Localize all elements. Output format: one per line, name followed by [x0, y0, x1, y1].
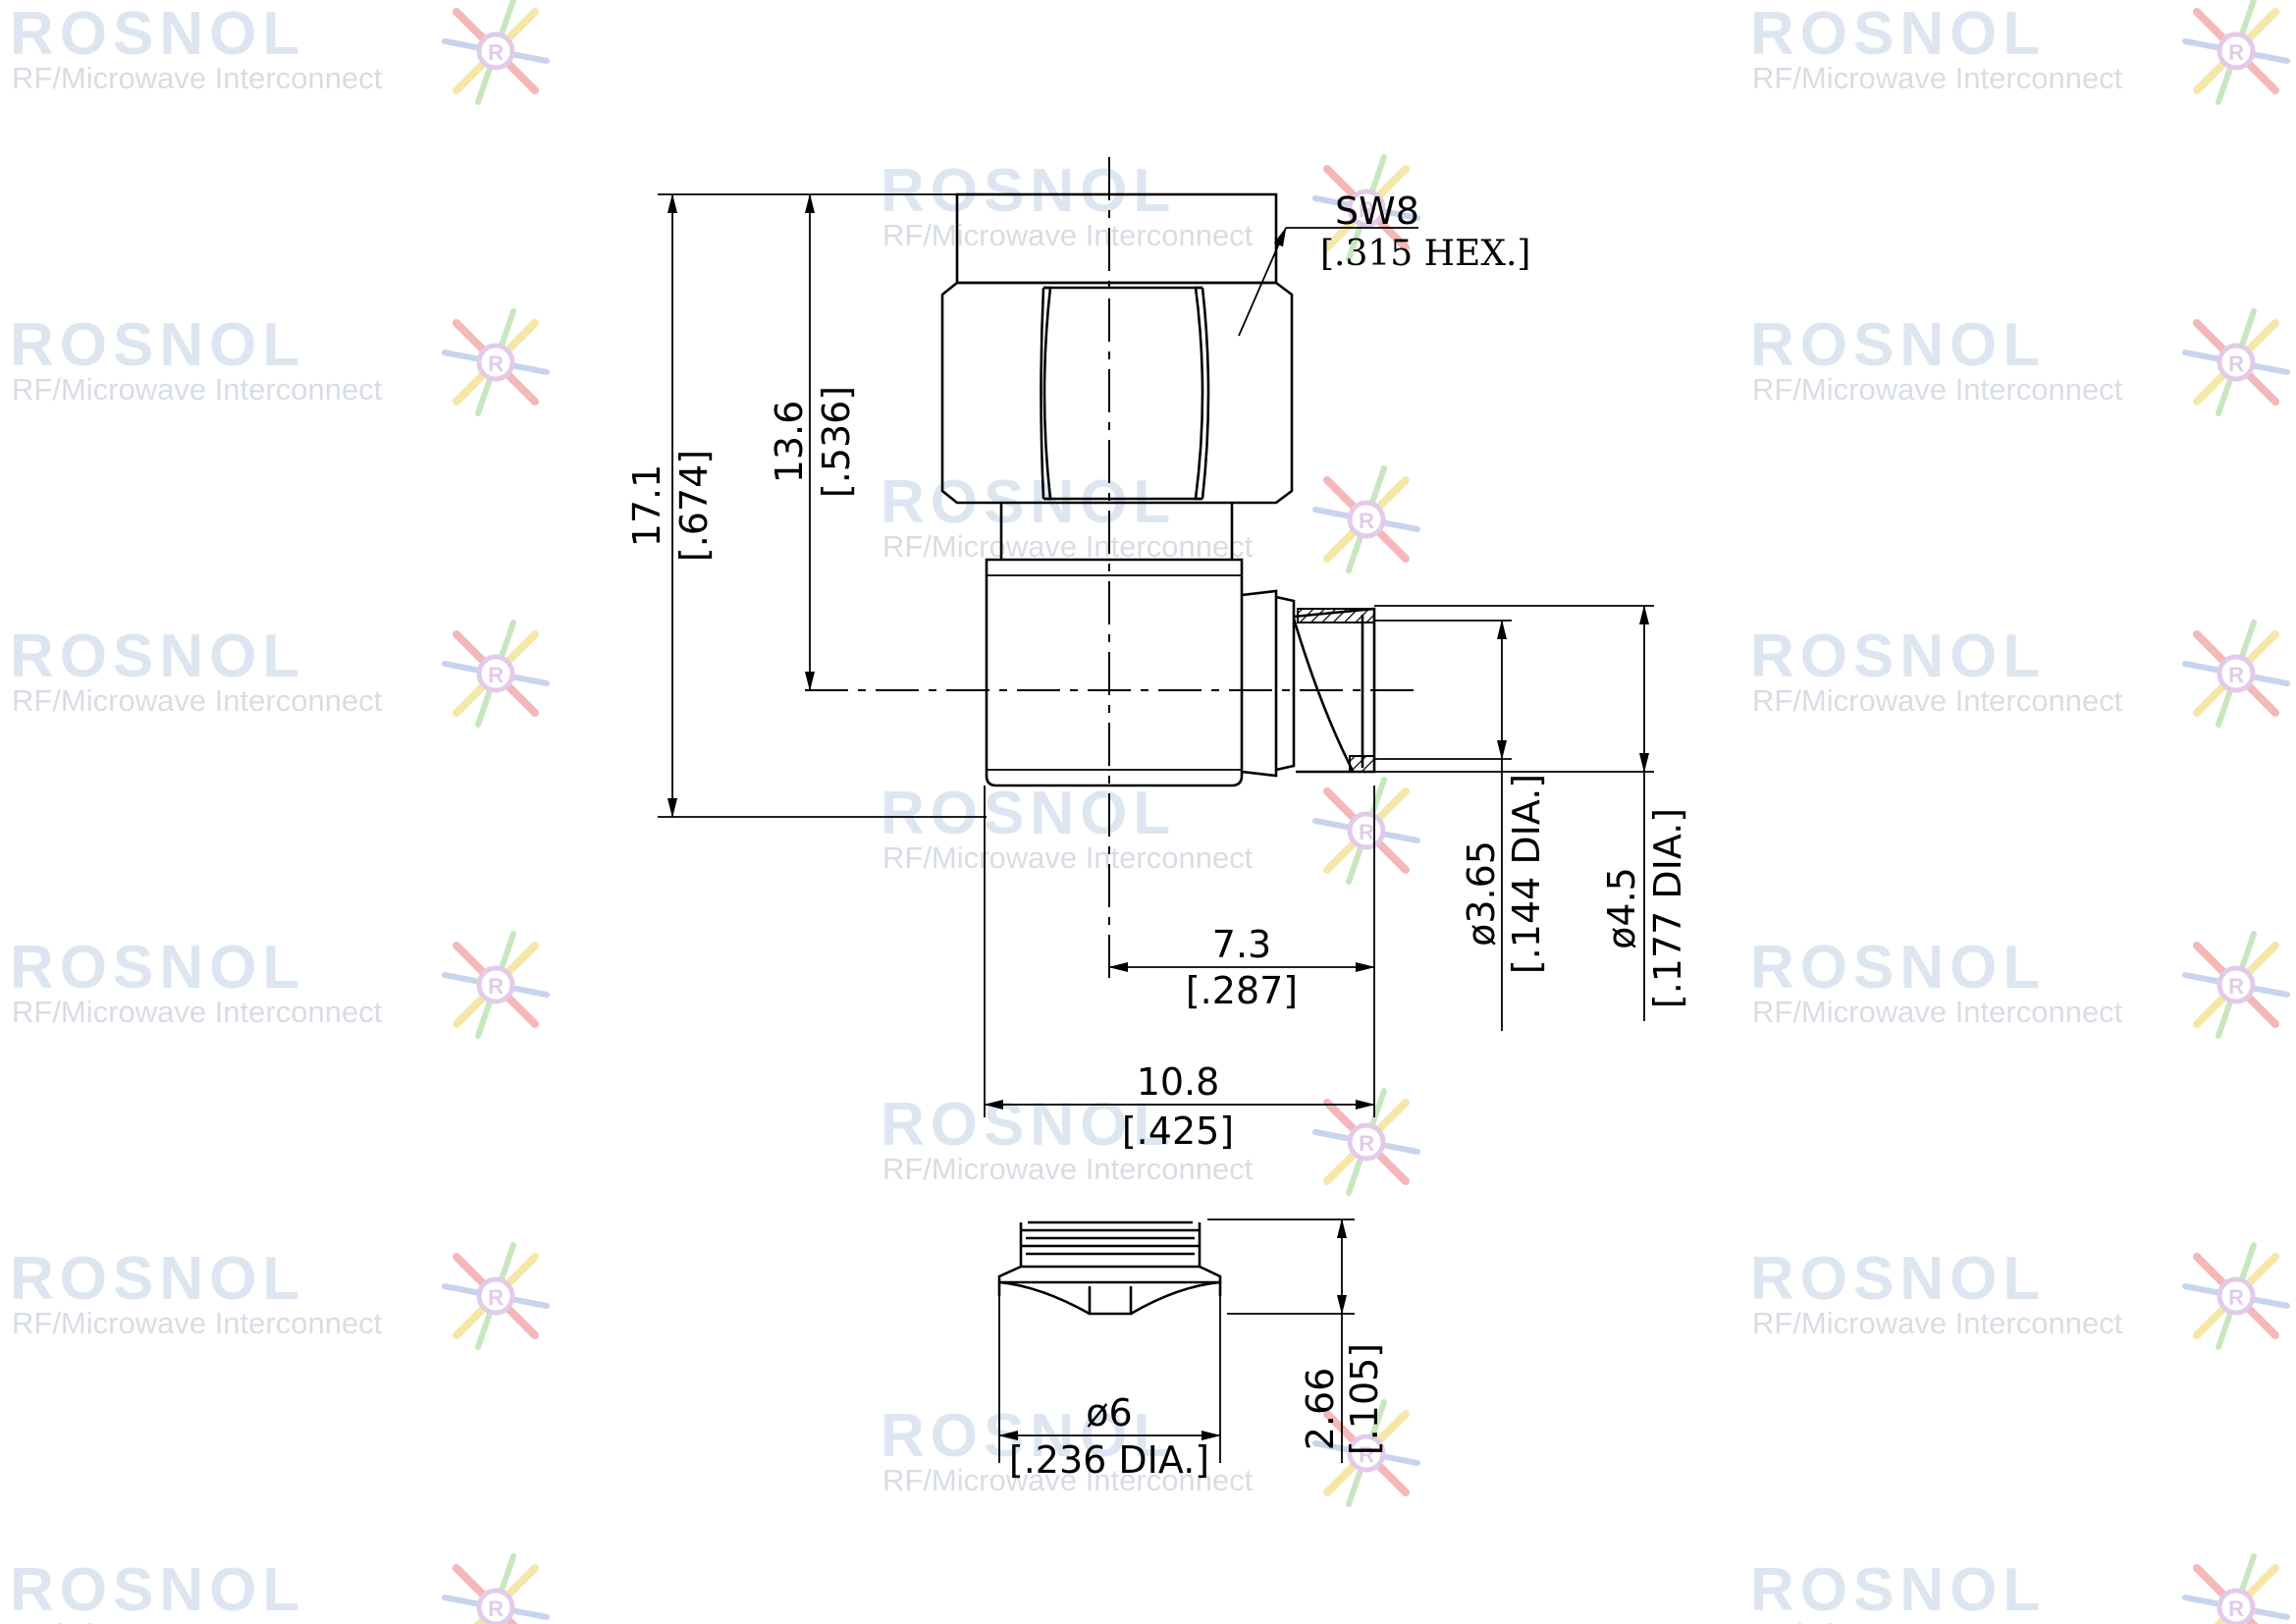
hex-face-line: [1040, 287, 1045, 500]
watermark-logo: ROSNOL: [10, 934, 305, 1001]
rosnol-star-icon: [2185, 0, 2287, 102]
hex-nut: [940, 281, 1294, 505]
watermark-tagline: RF/Microwave Interconnect: [1752, 1306, 2123, 1340]
watermark-tagline: RF/Microwave Interconnect: [882, 529, 1254, 564]
overall-height-value: 17.1: [625, 464, 668, 548]
rosnol-star-icon: [2185, 934, 2287, 1036]
angle-body: [985, 558, 1244, 787]
ferrule-height-inch: [.105]: [1343, 1343, 1386, 1455]
watermark-right-col: ROSNOL RF/Microwave Interconnect ROSNOL …: [1750, 0, 2287, 1624]
dim-body-length: 10.8 [.425]: [984, 785, 1375, 1153]
watermark-logo: ROSNOL: [1750, 0, 2046, 68]
hex-face-edge: [1042, 286, 1052, 501]
watermark-logo: ROSNOL: [10, 1245, 305, 1313]
nut-to-center-value: 13.6: [768, 401, 811, 484]
rosnol-star-icon: [1315, 1091, 1417, 1193]
watermark-logo: ROSNOL: [1750, 1245, 2046, 1313]
cable-sleeve-curve: [1292, 618, 1355, 772]
cable-flange: [1241, 589, 1278, 778]
ferrule-shoulder: [997, 1265, 1222, 1284]
ferrule-slot: [1088, 1286, 1133, 1316]
hex-face-line: [1201, 287, 1210, 500]
rosnol-star-icon: [1315, 468, 1417, 570]
overall-height-inch: [.674]: [672, 450, 716, 562]
watermark-logo: ROSNOL: [1750, 934, 2046, 1001]
sleeve-hatch: [1297, 608, 1375, 623]
outer-dia-inch: [.177 DIA.]: [1646, 808, 1689, 1008]
outer-dia-value: ø4.5: [1600, 867, 1643, 949]
hex-callout: SW8 [.315 HEX.]: [1238, 189, 1530, 337]
rosnol-star-icon: [445, 311, 547, 413]
watermark-tagline: RF/Microwave Interconnect: [12, 995, 383, 1029]
watermark-tagline: RF/Microwave Interconnect: [882, 840, 1254, 875]
ferrule-thread-body: [1019, 1222, 1201, 1269]
pin-dia-inch: [.144 DIA.]: [1505, 774, 1548, 974]
hex-label-inch: [.315 HEX.]: [1320, 234, 1530, 274]
watermark-tagline: RF/Microwave Interconnect: [1752, 372, 2123, 406]
rosnol-star-icon: [2185, 1556, 2287, 1624]
watermark-logo: ROSNOL: [881, 780, 1176, 847]
rosnol-star-icon: [445, 623, 547, 725]
cable-flange-step: [1275, 595, 1296, 772]
center-to-tail-inch: [.287]: [1186, 969, 1298, 1012]
body-length-value: 10.8: [1137, 1060, 1220, 1104]
hex-face-edge: [1194, 286, 1204, 501]
connector-body: [805, 157, 1418, 982]
rosnol-star-icon: [2185, 311, 2287, 413]
ferrule-part: [997, 1220, 1222, 1316]
dim-center-to-tail: 7.3 [.287]: [1108, 785, 1375, 1012]
watermark-logo: ROSNOL: [10, 623, 305, 690]
watermark-layer: ROSNOL RF/Microwave Interconnect ROSNOL …: [10, 0, 2287, 1624]
watermark-tagline: RF/Microwave Interconnect: [12, 1617, 383, 1624]
rosnol-star-icon: [1315, 780, 1417, 882]
watermark-tagline: RF/Microwave Interconnect: [1752, 1617, 2123, 1624]
rosnol-star-icon: [445, 1245, 547, 1347]
ferrule-dia-value: ø6: [1086, 1391, 1132, 1435]
neck: [999, 503, 1234, 560]
dim-outer-diameter: ø4.5 [.177 DIA.]: [1374, 605, 1689, 1021]
watermark-logo: ROSNOL: [881, 157, 1176, 225]
pin-dia-value: ø3.65: [1460, 840, 1503, 947]
center-to-tail-value: 7.3: [1212, 923, 1271, 966]
rosnol-star-icon: [2185, 1245, 2287, 1347]
rosnol-star-icon: [445, 1556, 547, 1624]
watermark-tagline: RF/Microwave Interconnect: [1752, 61, 2123, 95]
body-length-inch: [.425]: [1122, 1110, 1234, 1153]
ferrule-height-value: 2.66: [1299, 1368, 1342, 1451]
rosnol-star-icon: [2185, 623, 2287, 725]
dim-pin-diameter: ø3.65 [.144 DIA.]: [1374, 620, 1548, 1031]
ferrule-flare: [998, 1280, 1221, 1316]
watermark-tagline: RF/Microwave Interconnect: [882, 1152, 1254, 1186]
watermark-logo: ROSNOL: [1750, 311, 2046, 379]
hex-leader-line: [1238, 227, 1287, 337]
dim-nut-to-center: 13.6 [.536]: [768, 193, 858, 691]
watermark-logo: ROSNOL: [1750, 1556, 2046, 1624]
dim-ferrule-diameter: ø6 [.236 DIA.]: [998, 1282, 1221, 1482]
watermark-tagline: RF/Microwave Interconnect: [12, 61, 383, 95]
dim-overall-height: 17.1 [.674]: [625, 193, 987, 818]
watermark-tagline: RF/Microwave Interconnect: [882, 1463, 1254, 1497]
watermark-logo: ROSNOL: [10, 0, 305, 68]
dim-ferrule-height: 2.66 [.105]: [1207, 1218, 1386, 1463]
watermark-center-col: ROSNOL RF/Microwave Interconnect ROSNOL …: [881, 157, 1417, 1504]
hex-label: SW8: [1335, 189, 1419, 233]
watermark-tagline: RF/Microwave Interconnect: [12, 372, 383, 406]
watermark-tagline: RF/Microwave Interconnect: [1752, 683, 2123, 718]
ferrule-thread: [1021, 1220, 1200, 1256]
rosnol-star-icon: [445, 0, 547, 102]
watermark-tagline: RF/Microwave Interconnect: [12, 683, 383, 718]
watermark-tagline: RF/Microwave Interconnect: [882, 218, 1254, 252]
watermark-logo: ROSNOL: [1750, 623, 2046, 690]
nut-to-center-inch: [.536]: [815, 386, 858, 498]
watermark-logo: ROSNOL: [10, 1556, 305, 1624]
ferrule-dia-inch: [.236 DIA.]: [1009, 1438, 1209, 1482]
rosnol-star-icon: [445, 934, 547, 1036]
watermark-left-col: ROSNOL RF/Microwave Interconnect ROSNOL …: [10, 0, 547, 1624]
watermark-tagline: RF/Microwave Interconnect: [12, 1306, 383, 1340]
watermark-logo: ROSNOL: [10, 311, 305, 379]
watermark-tagline: RF/Microwave Interconnect: [1752, 995, 2123, 1029]
